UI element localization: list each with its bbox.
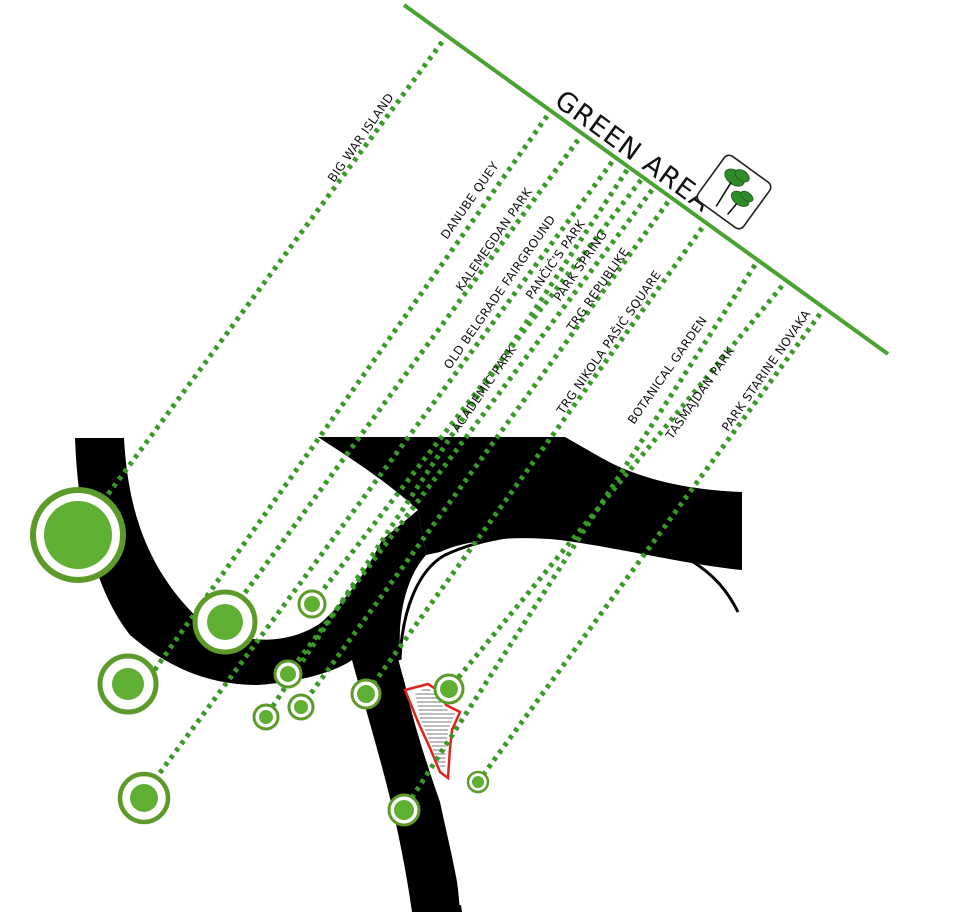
- place-label-10: BOTANICAL GARDEN: [625, 314, 710, 427]
- green-space-marker-6: [273, 659, 303, 689]
- green-area-line: [402, 3, 890, 356]
- leader-line-1: [75, 40, 445, 537]
- leader-line-12: [475, 312, 823, 784]
- place-label-12: PARK STARINE NOVAKA: [719, 307, 814, 434]
- river-left-arm: [75, 438, 462, 912]
- green-space-marker-5: [297, 589, 327, 619]
- leader-line-10: [401, 263, 758, 812]
- green-space-marker-4: [117, 771, 171, 825]
- marker-dot: [259, 710, 273, 724]
- green-space-marker-11: [387, 793, 421, 827]
- marker-dot: [357, 685, 375, 703]
- marker-dot: [394, 800, 414, 820]
- green-space-marker-2: [192, 589, 258, 655]
- green-space-marker-9: [350, 678, 382, 710]
- green-space-marker-8: [287, 693, 315, 721]
- site-hatch: [415, 688, 455, 770]
- place-label-1: BIG WAR ISLAND: [325, 91, 397, 185]
- leader-line-9: [363, 226, 705, 696]
- green-space-marker-12: [466, 770, 490, 794]
- marker-dot: [280, 666, 296, 682]
- marker-dot: [440, 680, 458, 698]
- marker-dot: [304, 596, 320, 612]
- leader-lines: [75, 40, 823, 812]
- green-space-marker-7: [252, 703, 280, 731]
- marker-dot: [112, 668, 144, 700]
- leader-line-5: [262, 168, 630, 720]
- green-space-markers: [30, 487, 490, 827]
- leader-line-7: [286, 188, 654, 676]
- marker-dot: [130, 784, 158, 812]
- leader-line-4: [139, 160, 615, 799]
- leader-line-3: [222, 138, 581, 622]
- marker-dot: [472, 776, 484, 788]
- leader-line-11: [446, 284, 784, 692]
- river: [75, 437, 742, 912]
- marker-dot: [207, 604, 243, 640]
- road-curve: [398, 531, 740, 661]
- green-space-marker-10: [433, 673, 465, 705]
- green-space-marker-3: [97, 653, 159, 715]
- trees-icon: [696, 154, 772, 230]
- green-space-marker-1: [30, 487, 126, 583]
- title: GREEN AREA: [549, 85, 717, 219]
- marker-dot: [294, 700, 308, 714]
- marker-dot: [44, 501, 112, 569]
